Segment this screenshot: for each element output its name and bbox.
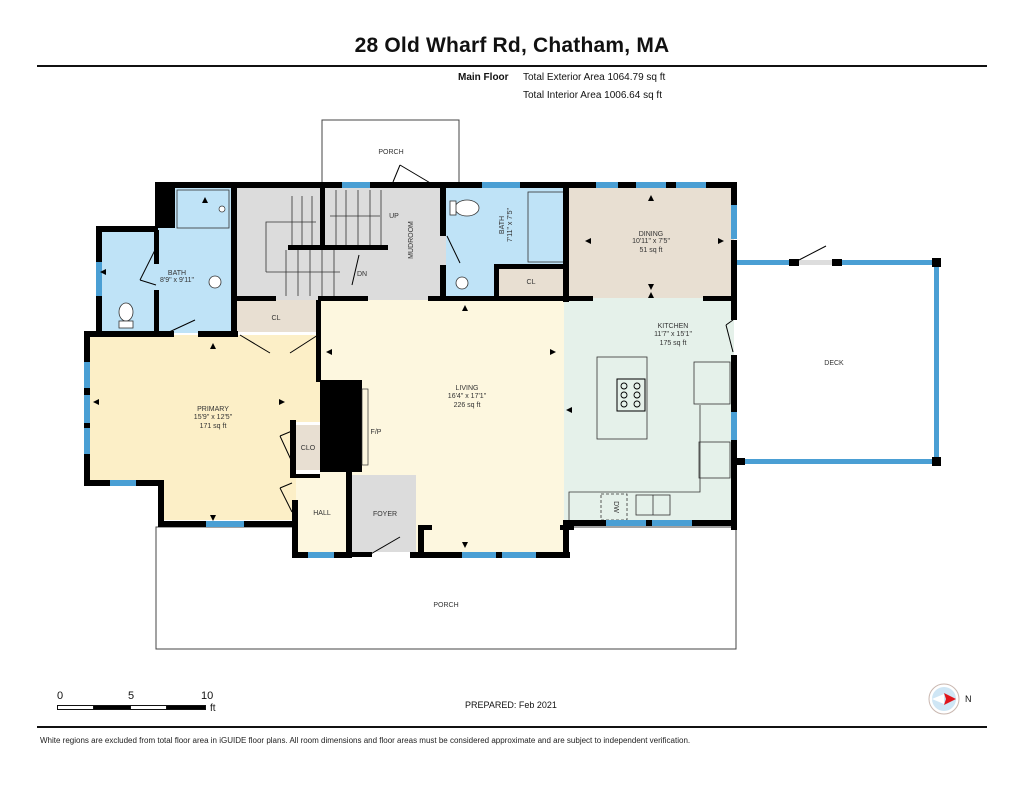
scale-tick-0: 0: [57, 690, 64, 702]
header-divider: [37, 65, 987, 67]
compass-icon: N: [928, 683, 972, 715]
total-interior-area: Total Interior Area 1006.64 sq ft: [523, 90, 662, 101]
compass-north-label: N: [965, 694, 971, 704]
total-exterior-area: Total Exterior Area 1064.79 sq ft: [523, 72, 666, 83]
sink-icon: [455, 276, 469, 290]
page-title: 28 Old Wharf Rd, Chatham, MA: [354, 34, 670, 57]
fireplace: [320, 380, 362, 472]
windows: [84, 182, 737, 558]
stairs-down-label: DN: [357, 271, 367, 278]
primary-area: 171 sq ft: [200, 423, 227, 430]
scale-unit: ft: [210, 703, 216, 714]
foyer: [350, 475, 416, 552]
refrigerator: [693, 361, 731, 405]
porch-top-area: [321, 119, 460, 187]
doors: [139, 164, 734, 556]
clo-label: CLO: [301, 445, 316, 452]
kitchen-label: KITCHEN: [658, 323, 689, 330]
primary-label: PRIMARY: [197, 406, 229, 413]
shower-icon: [176, 189, 230, 229]
floor-label: Main Floor: [458, 72, 509, 83]
porch-bottom-label: PORCH: [433, 602, 458, 609]
kitchen-dims: 11'7" x 15'1": [654, 331, 692, 338]
dining-dims: 10'11" x 7'5": [632, 238, 670, 245]
prepared-date: PREPARED: Feb 2021: [465, 700, 557, 710]
sink-icon: [208, 275, 222, 289]
compass: N: [927, 680, 972, 723]
bath-left-label: BATH: [168, 270, 186, 277]
closet-left: [236, 300, 320, 332]
cooktop-icon: [616, 378, 646, 412]
stairs-up-label: UP: [389, 213, 399, 220]
closet-center: [498, 266, 564, 298]
toilet-icon: [118, 302, 134, 322]
toilet-icon: [454, 199, 480, 217]
primary-bedroom: [86, 335, 320, 520]
bath-left-dims: 8'9" x 9'11": [160, 277, 194, 284]
foyer-label: FOYER: [373, 511, 397, 518]
bath-center-dims: 7'11" x 7'5": [507, 207, 514, 241]
living-area: 226 sq ft: [454, 402, 481, 409]
stairs-mudroom: [236, 186, 446, 300]
dining-room: [568, 186, 734, 298]
hall-label: HALL: [313, 510, 331, 517]
closet-left-label: CL: [272, 315, 281, 322]
range: [698, 441, 731, 479]
mudroom-label: MUDROOM: [408, 221, 415, 259]
deck-railing: [737, 245, 941, 466]
counter: [568, 405, 701, 522]
deck-label: DECK: [824, 360, 844, 367]
kitchen-area: 175 sq ft: [660, 340, 687, 347]
disclaimer-text: White regions are excluded from total fl…: [40, 736, 691, 745]
dining-area: 51 sq ft: [640, 247, 663, 254]
photo-markers: [93, 195, 724, 548]
closet-center-label: CL: [527, 279, 536, 286]
bath-center-label: BATH: [499, 216, 506, 234]
scale-bar: 0 5 10 ft: [57, 690, 227, 720]
closet-clo: [294, 425, 320, 470]
deck-area: [737, 262, 938, 462]
staircase: [265, 190, 382, 296]
dishwasher-label: DW: [612, 501, 619, 513]
dining-label: DINING: [639, 231, 664, 238]
primary-dims: 15'9" x 12'5": [194, 414, 233, 421]
scale-tick-5: 5: [128, 690, 135, 702]
scale-tick-10: 10: [201, 690, 214, 702]
kitchen: [564, 298, 734, 523]
footer-divider: [37, 726, 987, 728]
living-label: LIVING: [456, 385, 479, 392]
fireplace-label: F/P: [371, 429, 382, 436]
living-dims: 16'4" x 17'1": [448, 393, 487, 400]
kitchen-island: [596, 356, 648, 440]
porch-top-label: PORCH: [378, 149, 403, 156]
hall: [296, 475, 350, 552]
